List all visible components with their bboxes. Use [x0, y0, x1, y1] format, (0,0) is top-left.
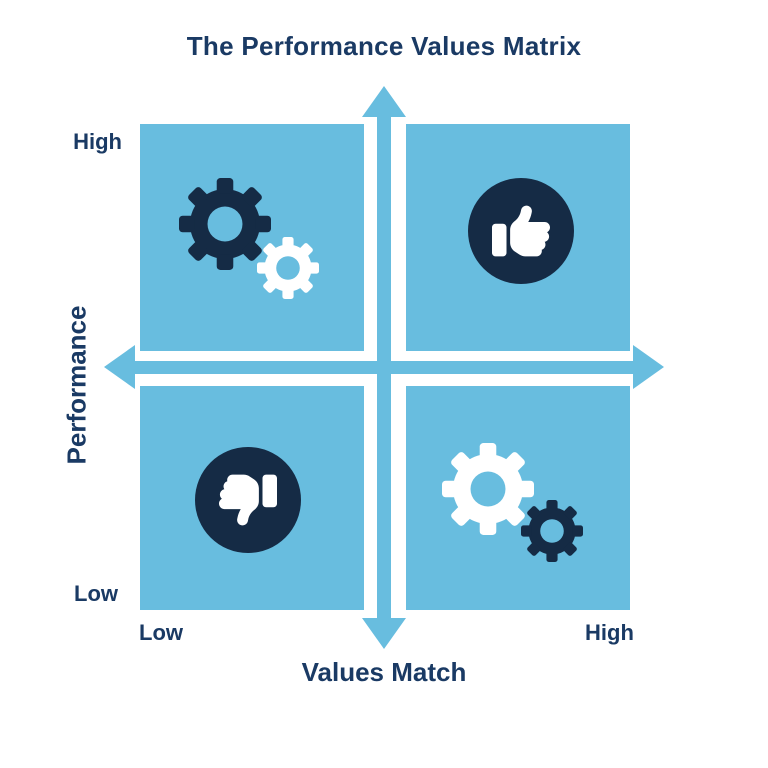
x-axis-low-label: Low	[139, 620, 183, 645]
thumbs-down-circle	[195, 447, 301, 553]
thumbs-up-icon	[492, 202, 550, 260]
quadrant-low-performance-low-values	[140, 386, 364, 610]
page-title: The Performance Values Matrix	[186, 31, 582, 61]
quadrant-high-performance-high-values	[406, 124, 630, 351]
arrow-left-icon	[104, 345, 135, 389]
arrow-down-icon	[362, 618, 406, 649]
y-axis-low-label: Low	[74, 581, 118, 606]
arrow-up-icon	[362, 86, 406, 117]
arrow-right-icon	[633, 345, 664, 389]
small-white-gear-icon	[257, 237, 319, 299]
y-axis-title: Performance	[61, 305, 92, 465]
quadrant-low-performance-high-values	[406, 386, 630, 610]
quadrant-high-performance-low-values	[140, 124, 364, 351]
small-dark-gear-icon	[521, 500, 583, 562]
thumbs-up-circle	[468, 178, 574, 284]
thumbs-down-icon	[219, 471, 277, 529]
x-axis-high-label: High	[585, 620, 634, 645]
horizontal-axis-line	[133, 361, 634, 374]
x-axis-title: Values Match	[301, 657, 467, 687]
y-axis-high-label: High	[73, 129, 122, 154]
